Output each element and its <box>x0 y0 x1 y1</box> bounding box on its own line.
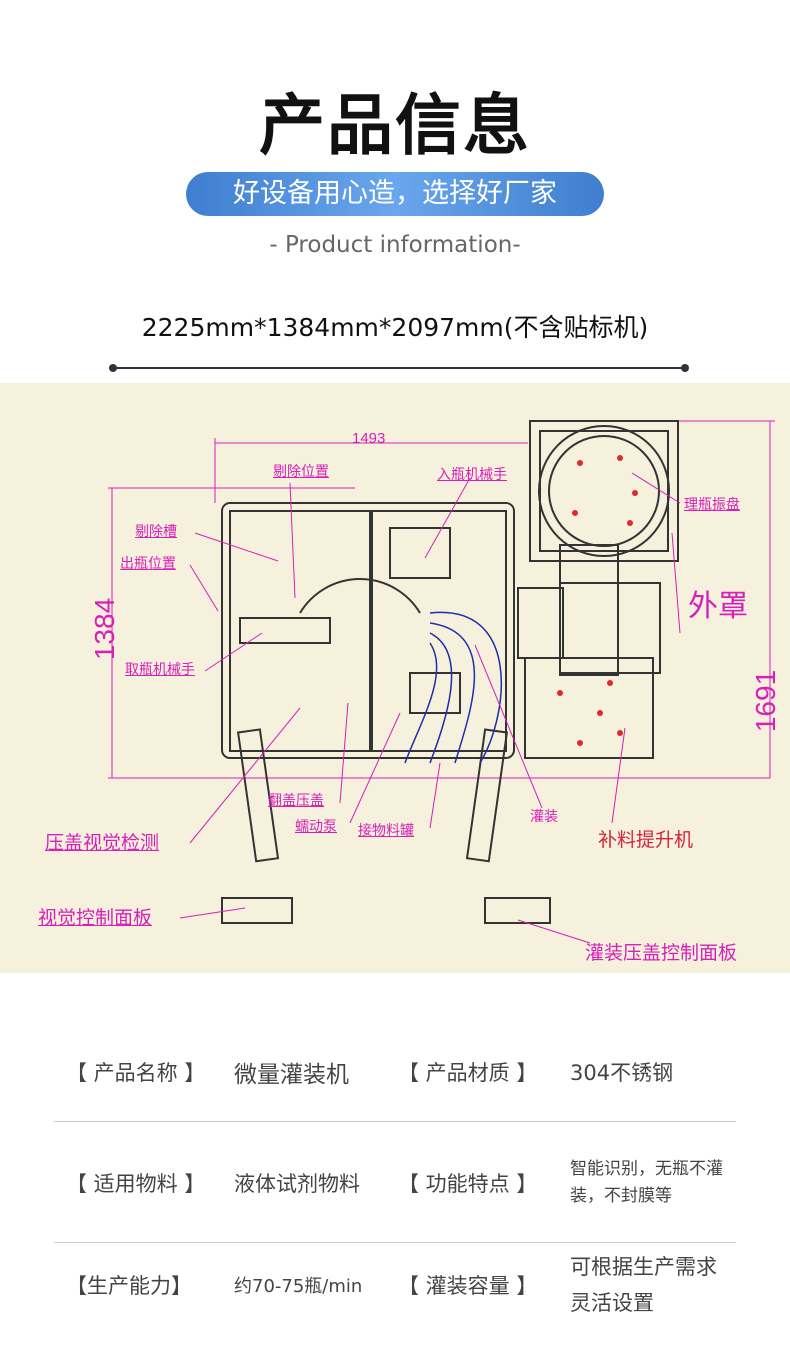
label-fill-cap-panel: 灌装压盖控制面板 <box>585 942 738 964</box>
spec-value: 智能识别，无瓶不灌装，不封膜等 <box>570 1159 723 1206</box>
label-cap-vision: 压盖视觉检测 <box>45 832 160 854</box>
machine-dimensions: 2225mm*1384mm*2097mm(不含贴标机) <box>141 313 649 342</box>
label-bottle-out: 出瓶位置 <box>120 556 176 572</box>
spec-key: 【 灌装容量 】 <box>398 1274 538 1298</box>
label-flip-cap: 翻盖压盖 <box>268 793 324 809</box>
spec-row: 【生产能力】 约70-75瓶/min 【 灌装容量 】 可根据生产需求灵活设置 <box>54 1225 736 1345</box>
divider <box>54 1121 736 1122</box>
spec-key: 【 适用物料 】 <box>66 1172 206 1196</box>
page-title: 产品信息 <box>259 87 531 164</box>
label-reject-position: 剔除位置 <box>273 464 329 480</box>
slogan-badge: 好设备用心造，选择好厂家 <box>186 172 604 216</box>
divider <box>109 364 689 372</box>
machine-layout-diagram: 1493 1384 1691 剔除位置 入瓶机械手 理瓶振盘 剔除槽 出瓶位置 … <box>0 383 790 973</box>
label-vision-panel: 视觉控制面板 <box>38 907 153 929</box>
spec-value: 液体试剂物料 <box>234 1172 360 1196</box>
spec-key: 【 产品材质 】 <box>398 1061 538 1085</box>
total-dimension: 1691 <box>750 669 782 733</box>
layout-drawing <box>108 420 775 944</box>
spec-row: 【 适用物料 】 液体试剂物料 【 功能特点 】 智能识别，无瓶不灌装，不封膜等 <box>54 1123 736 1243</box>
depth-dimension: 1384 <box>89 597 121 661</box>
spec-row: 【 产品名称 】 微量灌装机 【 产品材质 】 304不锈钢 <box>54 1012 736 1132</box>
spec-value: 微量灌装机 <box>234 1062 349 1088</box>
label-bottle-sorter: 理瓶振盘 <box>684 497 740 513</box>
spec-key: 【 功能特点 】 <box>398 1172 538 1196</box>
label-cover: 外罩 <box>688 589 748 624</box>
spec-value: 304不锈钢 <box>570 1061 674 1085</box>
label-peristaltic-pump: 蠕动泵 <box>295 819 337 835</box>
label-bottle-in-robot: 入瓶机械手 <box>437 467 507 483</box>
label-reject-slot: 剔除槽 <box>135 524 177 540</box>
spec-value: 可根据生产需求灵活设置 <box>570 1255 717 1315</box>
divider <box>54 1242 736 1243</box>
label-feed-elevator: 补料提升机 <box>598 829 694 851</box>
spec-key: 【生产能力】 <box>66 1274 192 1298</box>
label-bottle-pick-robot: 取瓶机械手 <box>125 662 195 678</box>
width-dimension: 1493 <box>352 430 386 447</box>
label-filling: 灌装 <box>530 809 558 825</box>
spec-value: 约70-75瓶/min <box>234 1276 363 1297</box>
label-material-tank: 接物料罐 <box>358 823 414 839</box>
subtitle: - Product information- <box>269 232 521 258</box>
spec-key: 【 产品名称 】 <box>66 1061 206 1085</box>
